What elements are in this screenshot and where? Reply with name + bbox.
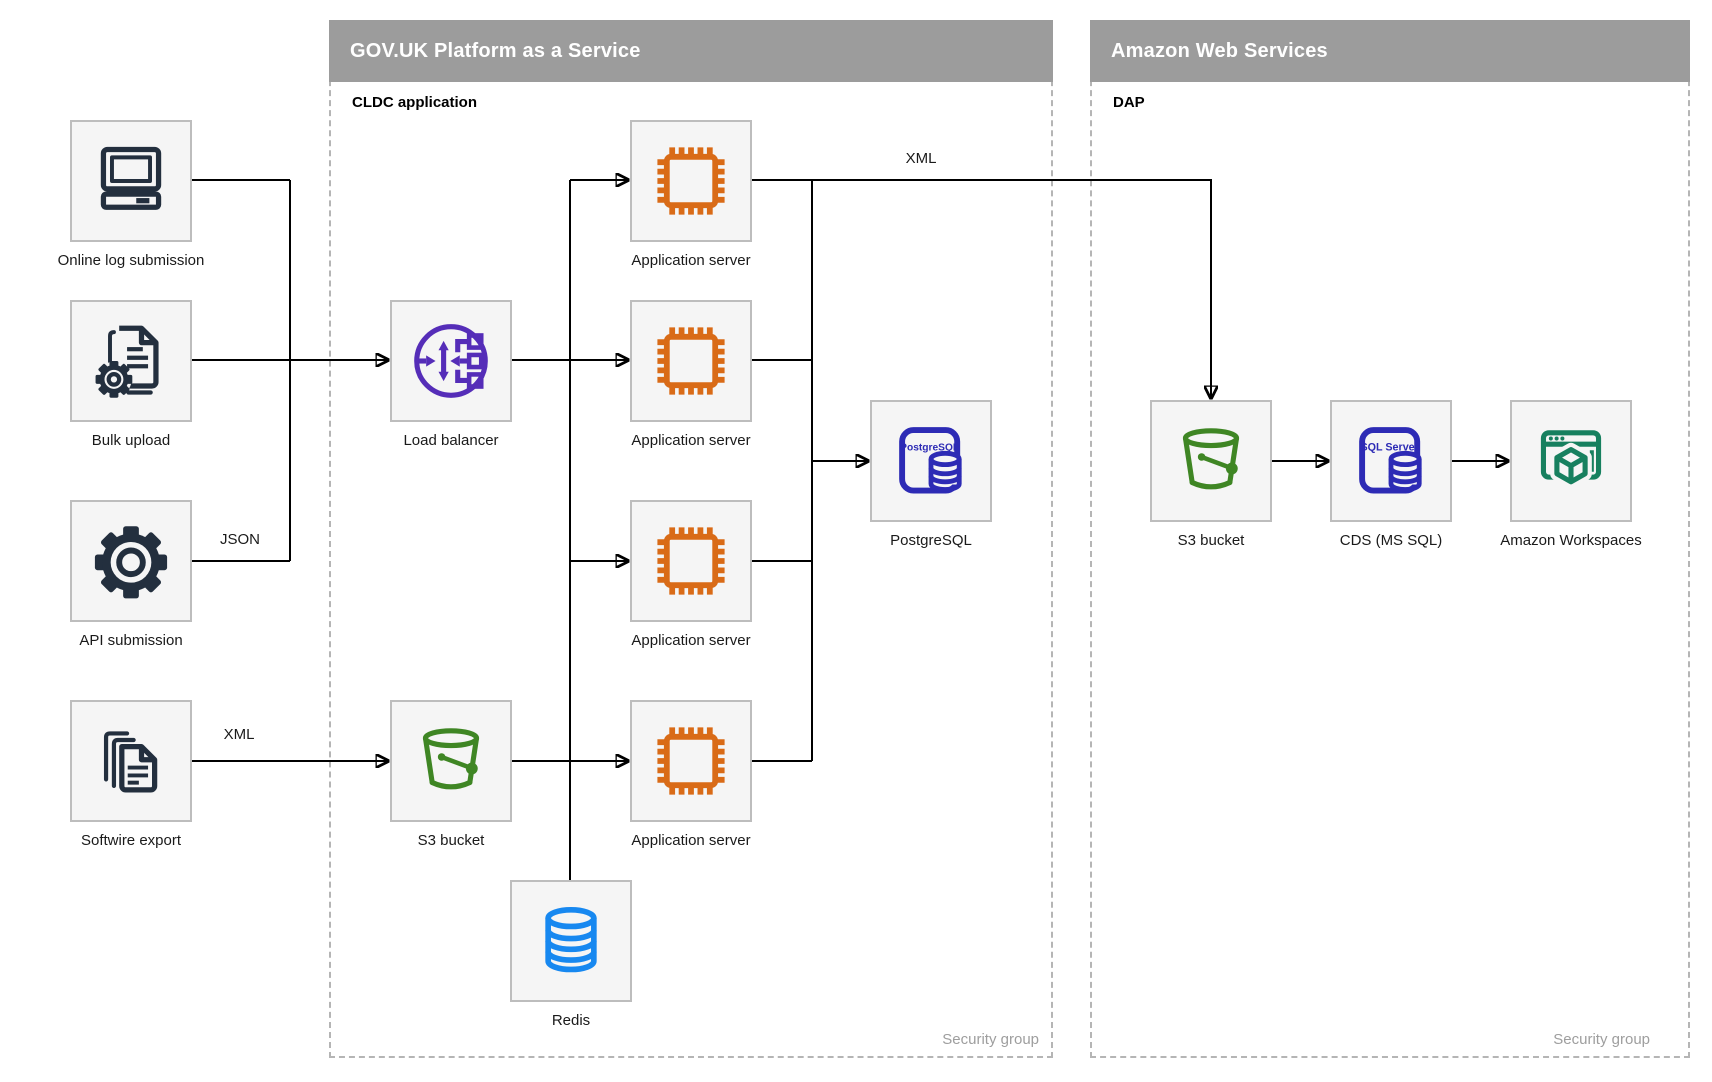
workspaces-icon bbox=[1540, 430, 1602, 489]
documents-stack-icon bbox=[103, 731, 158, 793]
node-softwire-export bbox=[70, 700, 192, 822]
bucket-icon bbox=[422, 728, 480, 790]
node-cds-ms-sql: SQL Server bbox=[1330, 400, 1452, 522]
chip-icon bbox=[657, 527, 725, 595]
node-label-application-server-4: Application server bbox=[631, 832, 751, 849]
node-label-s3-bucket-aws: S3 bucket bbox=[1177, 532, 1245, 549]
node-application-server-1 bbox=[630, 120, 752, 242]
node-label-cds: CDS (MS SQL) bbox=[1339, 532, 1443, 549]
node-label-online-log: Online log submission bbox=[57, 252, 205, 269]
load-balancer-icon bbox=[414, 324, 488, 398]
document-gear-icon bbox=[95, 325, 159, 398]
paas-container: GOV.UK Platform as a Service CLDC applic… bbox=[329, 20, 1053, 1058]
node-redis bbox=[510, 880, 632, 1002]
node-postgresql: PostgreSQL bbox=[870, 400, 992, 522]
aws-security-group-label: Security group bbox=[1553, 1031, 1650, 1048]
paas-security-group-label: Security group bbox=[942, 1031, 1039, 1048]
node-label-s3-bucket-paas: S3 bucket bbox=[417, 832, 485, 849]
node-load-balancer bbox=[390, 300, 512, 422]
aws-title: Amazon Web Services bbox=[1111, 40, 1328, 62]
bucket-icon bbox=[1182, 428, 1240, 490]
node-label-load-balancer: Load balancer bbox=[403, 432, 499, 449]
node-label-postgresql: PostgreSQL bbox=[890, 532, 972, 549]
chip-icon bbox=[657, 147, 725, 215]
small-gear bbox=[95, 361, 133, 398]
computer-icon bbox=[100, 146, 162, 210]
node-s3-bucket-paas bbox=[390, 700, 512, 822]
aws-subtitle: DAP bbox=[1113, 94, 1145, 111]
node-label-softwire-export: Softwire export bbox=[80, 832, 182, 849]
node-application-server-2 bbox=[630, 300, 752, 422]
database-cylinder bbox=[928, 450, 962, 492]
gear-icon bbox=[94, 526, 168, 599]
node-label-bulk-upload: Bulk upload bbox=[91, 432, 171, 449]
node-label-application-server-3: Application server bbox=[631, 632, 751, 649]
aws-container: Amazon Web Services DAP Security group bbox=[1090, 20, 1690, 1058]
node-application-server-4 bbox=[630, 700, 752, 822]
xml-edge-label-app: XML bbox=[905, 150, 937, 167]
chip-icon bbox=[657, 727, 725, 795]
sql-server-database-icon: SQL Server bbox=[1359, 427, 1422, 494]
paas-title: GOV.UK Platform as a Service bbox=[350, 40, 641, 62]
node-label-application-server-1: Application server bbox=[631, 252, 751, 269]
sql-server-icon-text: SQL Server bbox=[1360, 441, 1419, 453]
xml-edge-label-softwire: XML bbox=[223, 726, 255, 743]
node-label-redis: Redis bbox=[551, 1012, 591, 1029]
node-label-application-server-2: Application server bbox=[631, 432, 751, 449]
database-cylinder-icon bbox=[545, 907, 597, 973]
node-online-log-submission bbox=[70, 120, 192, 242]
node-label-amazon-workspaces: Amazon Workspaces bbox=[1500, 532, 1642, 549]
node-label-api-submission: API submission bbox=[79, 632, 183, 649]
paas-header-band: GOV.UK Platform as a Service bbox=[329, 20, 1053, 82]
database-cylinder bbox=[1388, 450, 1422, 492]
aws-header-band: Amazon Web Services bbox=[1090, 20, 1690, 82]
postgresql-icon-text: PostgreSQL bbox=[900, 442, 959, 453]
node-bulk-upload bbox=[70, 300, 192, 422]
node-api-submission bbox=[70, 500, 192, 622]
json-edge-label: JSON bbox=[219, 531, 260, 548]
node-s3-bucket-aws bbox=[1150, 400, 1272, 522]
edge-app1-to-aws-s3 bbox=[752, 179, 1211, 398]
node-application-server-3 bbox=[630, 500, 752, 622]
postgresql-database-icon: PostgreSQL bbox=[899, 427, 962, 494]
chip-icon bbox=[657, 327, 725, 395]
paas-subtitle: CLDC application bbox=[352, 94, 478, 111]
node-amazon-workspaces bbox=[1510, 400, 1632, 522]
